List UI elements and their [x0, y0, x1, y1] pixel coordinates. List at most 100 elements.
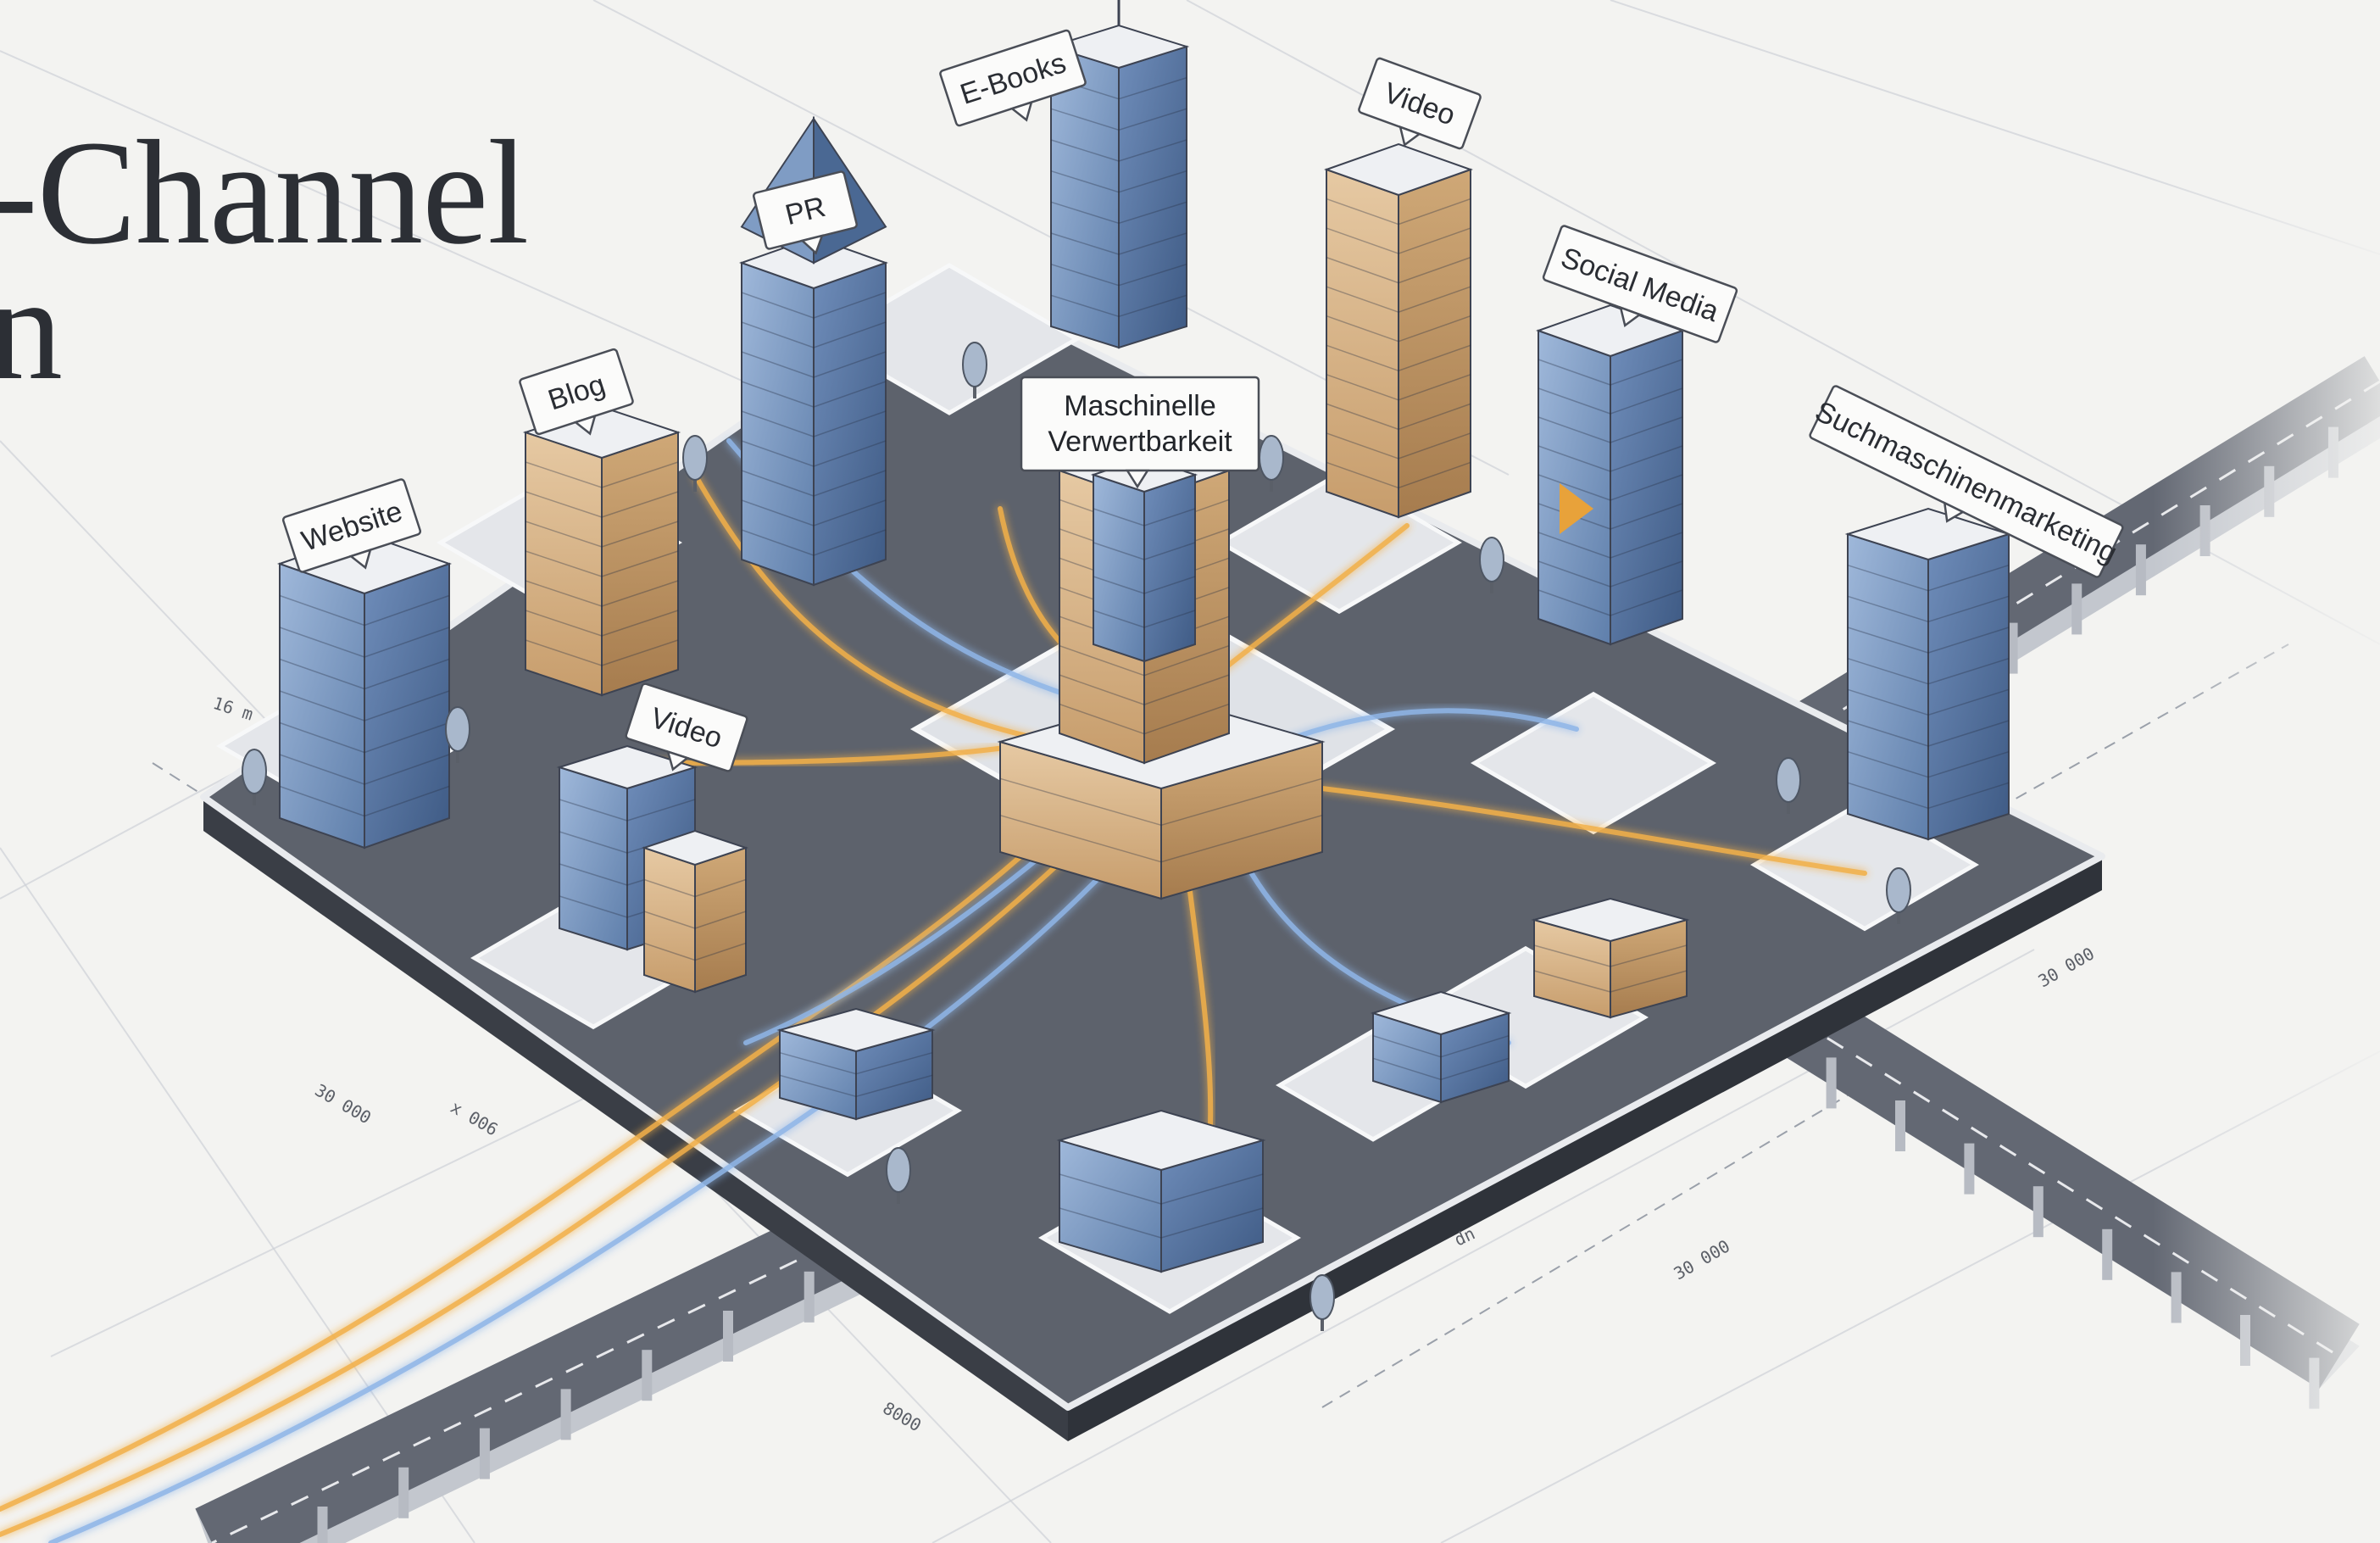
sign-pointer [666, 749, 690, 772]
sign-video-left: Video [625, 682, 748, 772]
floor-line [364, 785, 450, 817]
roof [641, 829, 749, 866]
sign-pointer [348, 548, 372, 570]
floor-line [1050, 139, 1120, 162]
sign-blog: Blog [519, 348, 634, 436]
floor-line [999, 777, 1162, 827]
floor-line [279, 658, 365, 690]
facade-left [1093, 473, 1145, 663]
floor-line [741, 440, 815, 467]
floor-line [279, 785, 365, 817]
floor-line [1143, 610, 1196, 628]
highway-pillar [723, 1311, 733, 1362]
tree-icon [682, 435, 708, 481]
floor-line [1610, 532, 1683, 559]
floor-line [279, 690, 365, 721]
floor-line [1610, 970, 1688, 993]
floor-line [1160, 1207, 1264, 1239]
floor-line [1050, 108, 1120, 131]
floor-line [1050, 294, 1120, 318]
callout-line-1: Maschinelle [1064, 390, 1216, 422]
dimension-label: 30 000 [312, 1080, 375, 1128]
highway-pillar [2071, 583, 2082, 635]
floor-line [1927, 782, 2010, 810]
tree-icon [445, 706, 470, 752]
floor-line [1326, 198, 1399, 226]
pr-tower [738, 236, 889, 587]
website-building [276, 532, 453, 849]
floor-line [1160, 1173, 1264, 1205]
floor-line [643, 878, 696, 898]
sign-pointer [1009, 100, 1033, 122]
floor-line [1143, 644, 1230, 677]
highway-pillar [317, 1507, 328, 1543]
floor-line [601, 639, 679, 666]
floor-line [1372, 1057, 1442, 1081]
floor-line [1927, 627, 2010, 654]
floor-line [1847, 564, 1929, 592]
floor-line [1538, 474, 1611, 501]
floor-line [601, 521, 679, 548]
floor-line [1143, 703, 1230, 735]
low-building-south-1 [776, 1007, 936, 1121]
ebooks-tower [1048, 24, 1190, 349]
floor-line [694, 911, 747, 929]
floor-line [1927, 720, 2010, 747]
data-stream-orange [0, 786, 1096, 1512]
floor-line [1847, 750, 1929, 778]
headline-line-2: n [0, 246, 63, 411]
facade-left [559, 766, 628, 951]
floor-line [525, 491, 603, 518]
floor-line [1610, 589, 1683, 616]
floor-line [525, 461, 603, 488]
floor-line [741, 351, 815, 378]
floor-line [1533, 970, 1611, 993]
floor-line [1610, 359, 1683, 386]
dimension-line [1321, 1084, 1866, 1408]
floor-line [1610, 445, 1683, 472]
floor-line [1372, 1034, 1442, 1058]
highway-pillar [2135, 544, 2146, 596]
data-stream-orange [692, 472, 1037, 740]
floor-line [643, 911, 696, 929]
floor-line [1093, 576, 1145, 594]
roof [1323, 142, 1474, 197]
floor-line [1118, 201, 1187, 225]
facade-left [1326, 168, 1399, 519]
floor-line [813, 292, 887, 319]
floor-line [1538, 445, 1611, 472]
floor-line [1093, 610, 1145, 628]
facade-right [1143, 473, 1196, 663]
highway-pillar [642, 1350, 653, 1401]
floor-line [1059, 703, 1145, 735]
floor-line [1398, 403, 1471, 431]
floor-line [1398, 432, 1471, 460]
floor-line [364, 594, 450, 627]
blog-building [522, 405, 681, 697]
floor-line [1440, 1057, 1510, 1081]
floor-line [779, 1051, 857, 1075]
roof [1531, 897, 1690, 943]
low-building-south-3 [1370, 990, 1512, 1104]
floor-line [1059, 1173, 1162, 1205]
floor-line [1118, 108, 1187, 131]
floor-line [626, 799, 696, 822]
floor-line [1050, 170, 1120, 193]
tree-icon [1886, 867, 1911, 913]
buildings [242, 0, 2012, 1331]
floor-line [779, 1074, 857, 1098]
floor-line [1059, 1207, 1162, 1239]
floor-line [1326, 432, 1399, 460]
floor-line [525, 550, 603, 577]
floor-line [813, 351, 887, 378]
facade-left [1847, 532, 1929, 841]
tree-icon [886, 1147, 911, 1193]
floor-line [1398, 198, 1471, 226]
floor-line [1610, 560, 1683, 588]
floor-line [601, 491, 679, 518]
floor-line [1440, 1034, 1510, 1058]
floor-line [1398, 256, 1471, 284]
floor-line [1160, 814, 1323, 863]
floor-line [1118, 263, 1187, 287]
floor-line [1326, 315, 1399, 343]
